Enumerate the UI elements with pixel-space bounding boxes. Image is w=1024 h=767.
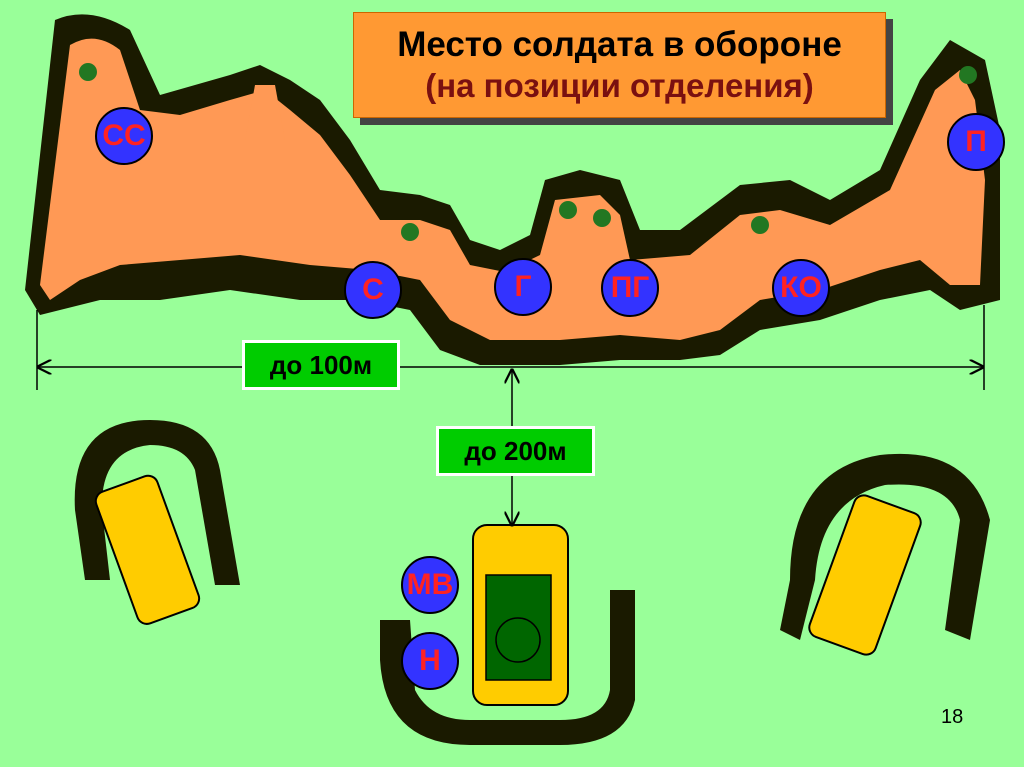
page-number: 18 [941,706,964,728]
bush-icon [79,63,97,81]
front-distance-label: до 100м [242,340,400,390]
bush-icon [401,223,419,241]
role-ss: СС [95,107,153,165]
vehicle-trench-center [380,590,635,745]
vehicle-trench-left [74,420,241,585]
trench-bump [245,85,285,140]
bush-icon [959,66,977,84]
role-ko: КО [772,259,830,317]
title-line1: Место солдата в обороне [397,25,842,64]
bush-icons [79,63,977,241]
vehicle-left [94,474,201,625]
role-pg: ПГ [601,259,659,317]
vehicle-right [808,494,922,656]
title-line2: (на позиции отделения) [425,67,814,104]
role-g: Г [494,258,552,316]
bush-icon [751,216,769,234]
bush-icon [559,201,577,219]
role-p: П [947,113,1005,171]
title-box: Место солдата в обороне (на позиции отде… [353,12,886,118]
bush-icon [593,209,611,227]
vehicle-center-hatch [485,574,552,681]
depth-distance-label: до 200м [436,426,595,476]
role-mv: МВ [401,556,459,614]
turret-icon [495,617,541,663]
vehicle-trench-right [780,453,990,640]
role-n: Н [401,632,459,690]
role-s: С [344,261,402,319]
